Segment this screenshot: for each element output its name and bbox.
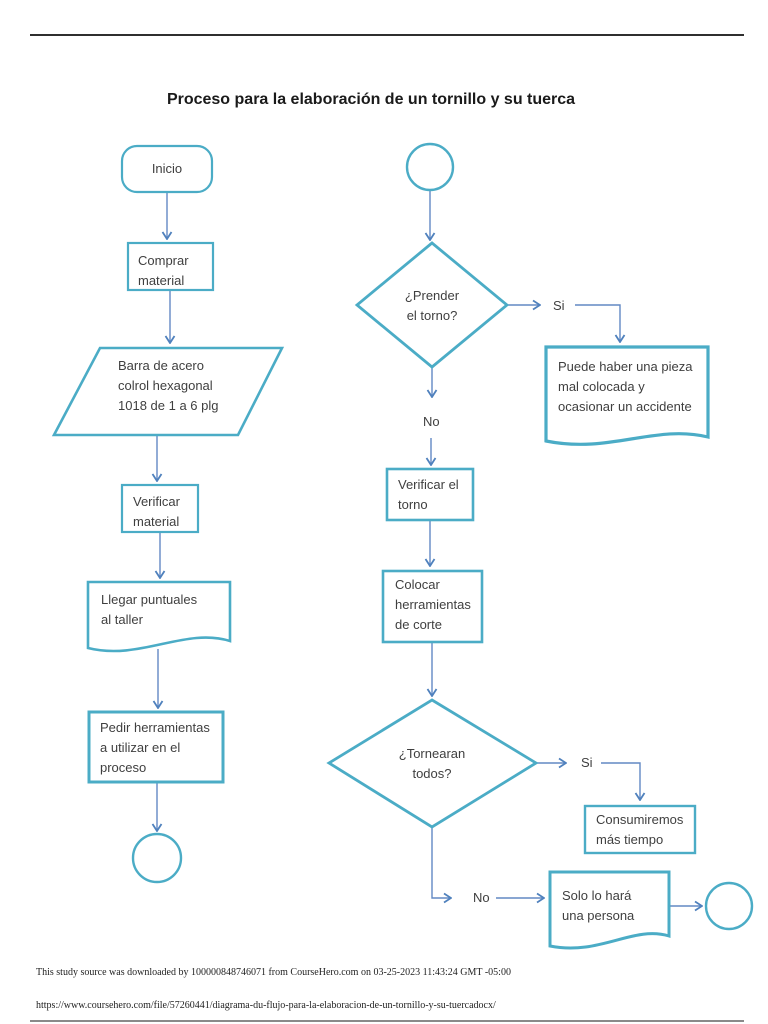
label-line: material xyxy=(138,273,185,288)
bottom-rule xyxy=(30,1020,744,1022)
label-line: Verificar xyxy=(133,494,180,509)
shape-document-pieza-mal-colocada xyxy=(544,345,710,446)
label-line: Barra de acero xyxy=(118,358,204,373)
label-line: proceso xyxy=(100,760,147,775)
label-line: colrol hexagonal xyxy=(118,378,213,393)
edge-si-consumiremos xyxy=(601,762,640,800)
shape-connector-circle-top-right xyxy=(405,142,455,192)
shape-terminator-inicio xyxy=(120,144,214,194)
label-line: Llegar puntuales xyxy=(101,592,198,607)
label-line: mal colocada y xyxy=(558,379,645,394)
node-label-pedir-herramientas: Pedir herramientas a utilizar en el proc… xyxy=(100,718,210,778)
source-url: https://www.coursehero.com/file/57260441… xyxy=(36,1000,496,1011)
top-rule xyxy=(30,34,744,36)
label-line: No xyxy=(423,414,440,429)
node-label-comprar-material: Comprar material xyxy=(138,251,189,291)
label-line: Comprar xyxy=(138,253,189,268)
node-label-colocar-herramientas: Colocar herramientas de corte xyxy=(395,575,471,635)
label-line: Pedir herramientas xyxy=(100,720,210,735)
label-line: herramientas xyxy=(395,597,471,612)
branch-label-tornearan-no: No xyxy=(473,888,490,908)
download-note: This study source was downloaded by 1000… xyxy=(36,967,511,978)
label-line: una persona xyxy=(562,908,635,923)
label-line: Si xyxy=(553,298,565,313)
label-line: al taller xyxy=(101,612,143,627)
shape-document-llegar-puntuales xyxy=(86,580,232,653)
branch-label-prender-si: Si xyxy=(553,296,565,316)
label-line: 1018 de 1 a 6 plg xyxy=(118,398,219,413)
label-line: a utilizar en el xyxy=(100,740,181,755)
label-line: material xyxy=(133,514,180,529)
branch-label-tornearan-si: Si xyxy=(581,753,593,773)
label-line: ¿Tornearan xyxy=(398,746,466,761)
node-label-verificar-torno: Verificar el torno xyxy=(398,475,459,515)
edge-tornearan-no xyxy=(431,828,451,898)
edge-si-pieza xyxy=(575,304,620,342)
shape-process-comprar-material xyxy=(126,241,215,292)
branch-label-prender-no: No xyxy=(423,412,440,432)
label-line: Puede haber una pieza xyxy=(558,359,693,374)
shape-process-verificar-material xyxy=(120,483,200,534)
label-line: más tiempo xyxy=(596,832,664,847)
node-label-barra-acero: Barra de acero colrol hexagonal 1018 de … xyxy=(118,356,218,416)
node-label-solo-una-persona: Solo lo hará una persona xyxy=(562,886,634,926)
label-line: No xyxy=(473,890,490,905)
shape-connector-circle-end xyxy=(704,881,754,931)
label-line: torno xyxy=(398,497,428,512)
shape-decision-prender-torno xyxy=(354,241,510,369)
label-line: Colocar xyxy=(395,577,440,592)
node-label-consumiremos-tiempo: Consumiremos más tiempo xyxy=(596,810,683,850)
node-label-prender-torno: ¿Prender el torno? xyxy=(357,286,507,326)
page-title: Proceso para la elaboración de un tornil… xyxy=(166,91,576,108)
shape-decision-tornearan-todos xyxy=(326,698,539,829)
node-label-llegar-puntuales: Llegar puntuales al taller xyxy=(101,590,197,630)
label-line: ¿Prender xyxy=(404,288,460,303)
shape-parallelogram-barra-acero xyxy=(51,346,285,437)
label-line: Verificar el xyxy=(398,477,459,492)
label-line: ocasionar un accidente xyxy=(558,399,692,414)
label-line: todos? xyxy=(412,766,452,781)
label-line: Solo lo hará xyxy=(562,888,632,903)
label-line: Inicio xyxy=(151,161,183,176)
label-line: Consumiremos xyxy=(596,812,684,827)
shape-connector-circle-left xyxy=(131,832,183,884)
node-label-pieza-mal-colocada: Puede haber una pieza mal colocada y oca… xyxy=(558,357,692,417)
node-label-verificar-material: Verificar material xyxy=(133,492,180,532)
label-line: de corte xyxy=(395,617,442,632)
node-label-tornearan-todos: ¿Tornearan todos? xyxy=(329,744,535,784)
label-line: el torno? xyxy=(406,308,458,323)
shape-process-verificar-torno xyxy=(385,467,475,522)
label-line: Si xyxy=(581,755,593,770)
shape-process-pedir-herramientas xyxy=(87,710,225,784)
shape-process-colocar-herramientas xyxy=(381,569,484,644)
shape-document-solo-una-persona xyxy=(548,870,671,950)
shape-process-consumiremos-tiempo xyxy=(583,804,697,855)
node-label-inicio: Inicio xyxy=(122,159,212,179)
